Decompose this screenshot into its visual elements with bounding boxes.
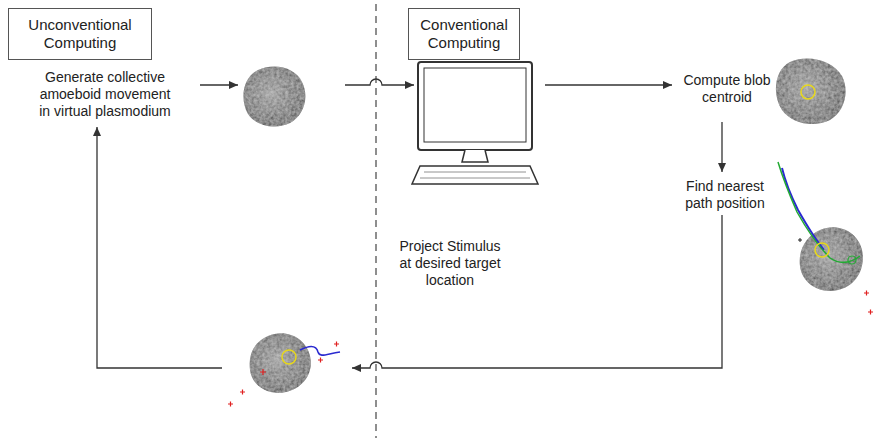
heading-box: Unconventional Computing	[8, 8, 152, 60]
keyboard	[412, 166, 538, 184]
centroid-circle	[815, 243, 829, 257]
stimulus-mark	[240, 390, 245, 395]
stimulus-mark	[864, 291, 869, 296]
stimulus-image	[228, 333, 340, 406]
step-label: Find nearest path position	[684, 178, 766, 212]
path-tracking-image	[778, 162, 873, 315]
divider-line	[375, 4, 376, 438]
keyboard-row	[424, 172, 526, 173]
flow-arrow	[352, 215, 722, 368]
monitor-screen	[424, 68, 526, 142]
keyboard-row	[420, 178, 530, 179]
path-trace	[782, 168, 824, 250]
stimulus-mark	[260, 369, 266, 375]
step-label: Project Stimulus at desired target locat…	[398, 238, 502, 289]
flow-arrow	[97, 127, 222, 368]
flow-arrow	[545, 84, 672, 85]
flow-arrow	[721, 122, 722, 172]
centroid-circle	[801, 85, 815, 99]
plasmodium-blob	[250, 333, 311, 393]
stimulus-mark	[798, 238, 802, 242]
flow-arrow	[345, 79, 414, 85]
monitor-stand	[462, 150, 488, 162]
path-marker	[848, 256, 856, 264]
heading-box: Conventional Computing	[408, 8, 520, 60]
step-label: Compute blob centroid	[682, 72, 772, 106]
box-title: Conventional Computing	[415, 16, 513, 52]
monitor-frame	[418, 62, 532, 150]
computer-icon	[412, 62, 538, 184]
plasmodium-blob	[243, 66, 305, 126]
step-label: Generate collective amoeboid movement in…	[38, 69, 172, 120]
stimulus-mark	[334, 342, 339, 347]
flow-arrow	[200, 84, 238, 85]
centroid-circle	[282, 350, 296, 364]
plasmodium-blob	[776, 58, 846, 124]
stimulus-mark	[228, 402, 233, 407]
stimulus-mark	[868, 310, 873, 315]
path-trace	[300, 347, 340, 356]
stimulus-mark	[318, 358, 323, 363]
box-title: Unconventional Computing	[15, 16, 145, 52]
target-path	[778, 162, 860, 262]
